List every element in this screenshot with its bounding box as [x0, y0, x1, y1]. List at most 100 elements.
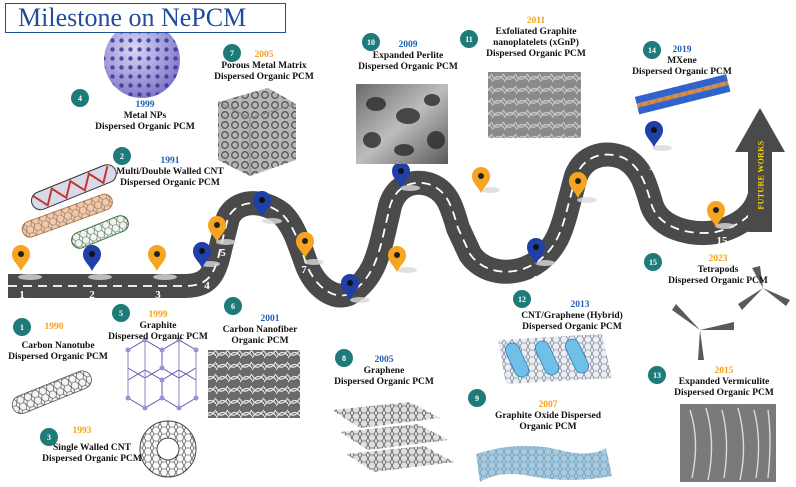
milestone-year: 1999	[135, 100, 155, 110]
milestone-subtitle: Dispersed Organic PCM	[120, 178, 220, 188]
svg-text:1: 1	[20, 323, 24, 332]
badge-7: 7	[223, 44, 241, 62]
milestone-year: 1991	[160, 156, 180, 166]
milestone-title: Porous Metal Matrix	[221, 61, 307, 71]
badge-15: 15	[644, 253, 662, 271]
road-number: 7	[301, 264, 307, 276]
road-number: 9	[396, 280, 402, 292]
mxene-image	[634, 74, 731, 115]
milestone-title: Metal NPs	[123, 111, 167, 121]
badge-11: 11	[460, 30, 478, 48]
badge-1: 1	[13, 318, 31, 336]
tetrapods-image	[672, 266, 790, 360]
future-works-label: FUTURE WORKS	[756, 140, 766, 210]
road-number: 3	[155, 289, 161, 301]
svg-text:11: 11	[465, 35, 473, 44]
graphene-image	[332, 402, 454, 472]
milestone-13-label: 2015 Expanded Vermiculite Dispersed Orga…	[674, 366, 774, 399]
single-walled-cnt-image	[139, 420, 197, 478]
milestone-year: 2007	[538, 400, 558, 410]
badge-8: 8	[335, 349, 353, 367]
road-number: 10	[407, 203, 419, 215]
svg-text:2: 2	[120, 152, 124, 161]
road-number: 11	[483, 203, 493, 215]
badge-2: 2	[113, 147, 131, 165]
milestone-year: 2005	[374, 355, 394, 365]
metal-nps-image	[104, 22, 180, 98]
road-number: 4	[204, 280, 210, 292]
pin-14	[645, 121, 663, 147]
road-number: 6	[264, 222, 270, 234]
title-box: Milestone on NePCM	[5, 3, 286, 33]
milestone-title: Expanded Vermiculite	[678, 377, 770, 387]
badge-12: 12	[513, 290, 531, 308]
svg-text:12: 12	[518, 295, 526, 304]
svg-text:13: 13	[653, 371, 661, 380]
xgnp-image	[488, 72, 581, 138]
milestone-subtitle: Dispersed Organic PCM	[632, 67, 732, 77]
road-number: 12	[533, 274, 545, 286]
milestone-year: 1990	[44, 322, 64, 332]
milestone-subtitle: Dispersed Organic PCM	[334, 377, 434, 387]
pin-5	[208, 216, 226, 242]
graphite-oxide-image	[476, 445, 612, 482]
pin-1	[12, 245, 30, 271]
milestone-title: Carbon Nanotube	[21, 341, 95, 351]
milestone-title: Graphene	[363, 366, 405, 376]
badge-14: 14	[643, 41, 661, 59]
svg-text:3: 3	[47, 433, 51, 442]
future-arrow	[735, 108, 785, 232]
milestone-title: Graphite	[139, 321, 177, 331]
milestone-year: 2023	[708, 254, 728, 264]
milestone-subtitle: Dispersed Organic PCM	[95, 122, 195, 132]
road-number: 14	[649, 161, 661, 173]
pin-10	[392, 162, 410, 188]
milestone-subtitle: Organic PCM	[231, 336, 289, 346]
milestone-subtitle: Dispersed Organic PCM	[668, 276, 768, 286]
milestone-subtitle: Dispersed Organic PCM	[8, 352, 108, 362]
pin-2	[83, 245, 101, 271]
badge-6: 6	[224, 297, 242, 315]
milestone-year: 2013	[570, 300, 590, 310]
badge-4: 4	[71, 89, 89, 107]
road-number: 13	[580, 209, 592, 221]
road-number: 8	[344, 308, 350, 320]
pin-shadows	[18, 145, 735, 303]
road	[8, 108, 785, 308]
badge-5: 5	[112, 304, 130, 322]
milestone-year: 2001	[260, 314, 280, 324]
milestone-subtitle: Dispersed Organic PCM	[108, 332, 208, 342]
road-number: 5	[220, 247, 226, 259]
svg-text:9: 9	[475, 394, 479, 403]
page-title: Milestone on NePCM	[18, 3, 247, 32]
milestone-year: 2019	[672, 45, 692, 55]
badge-13: 13	[648, 366, 666, 384]
milestone-year: 1993	[72, 426, 92, 436]
svg-text:10: 10	[367, 38, 375, 47]
road-number: 2	[89, 289, 95, 301]
svg-text:8: 8	[342, 354, 346, 363]
milestone-title: Expanded Perlite	[372, 51, 444, 61]
road-number: 1	[19, 289, 25, 301]
multi-walled-cnt-image	[21, 164, 129, 249]
milestone-6-label: 2001 Carbon Nanofiber Organic PCM	[223, 314, 298, 347]
expanded-perlite-image	[356, 84, 448, 164]
milestone-year: 1999	[148, 310, 168, 320]
milestone-title: MXene	[667, 56, 697, 66]
milestone-title: Multi/Double Walled CNT	[116, 167, 224, 177]
milestone-subtitle: Dispersed Organic PCM	[214, 72, 314, 82]
milestone-11-label: 2011 Exfoliated Graphite nanoplatelets (…	[486, 16, 586, 60]
pin-6	[253, 191, 271, 217]
milestone-title: Carbon Nanofiber	[222, 325, 298, 335]
milestone-subtitle: Dispersed Organic PCM	[522, 322, 622, 332]
milestone-subtitle: Dispersed Organic PCM	[358, 62, 458, 72]
badge-10: 10	[362, 33, 380, 51]
road-number: 15	[717, 235, 729, 247]
milestone-title: Exfoliated Graphite	[495, 27, 577, 37]
svg-text:14: 14	[648, 46, 656, 55]
milestone-subtitle: Dispersed Organic PCM	[674, 388, 774, 398]
milestone-subtitle: Dispersed Organic PCM	[42, 454, 142, 464]
milestone-14-label: 2019 MXene Dispersed Organic PCM	[632, 45, 732, 78]
cnt-graphene-hybrid-image	[498, 334, 612, 384]
